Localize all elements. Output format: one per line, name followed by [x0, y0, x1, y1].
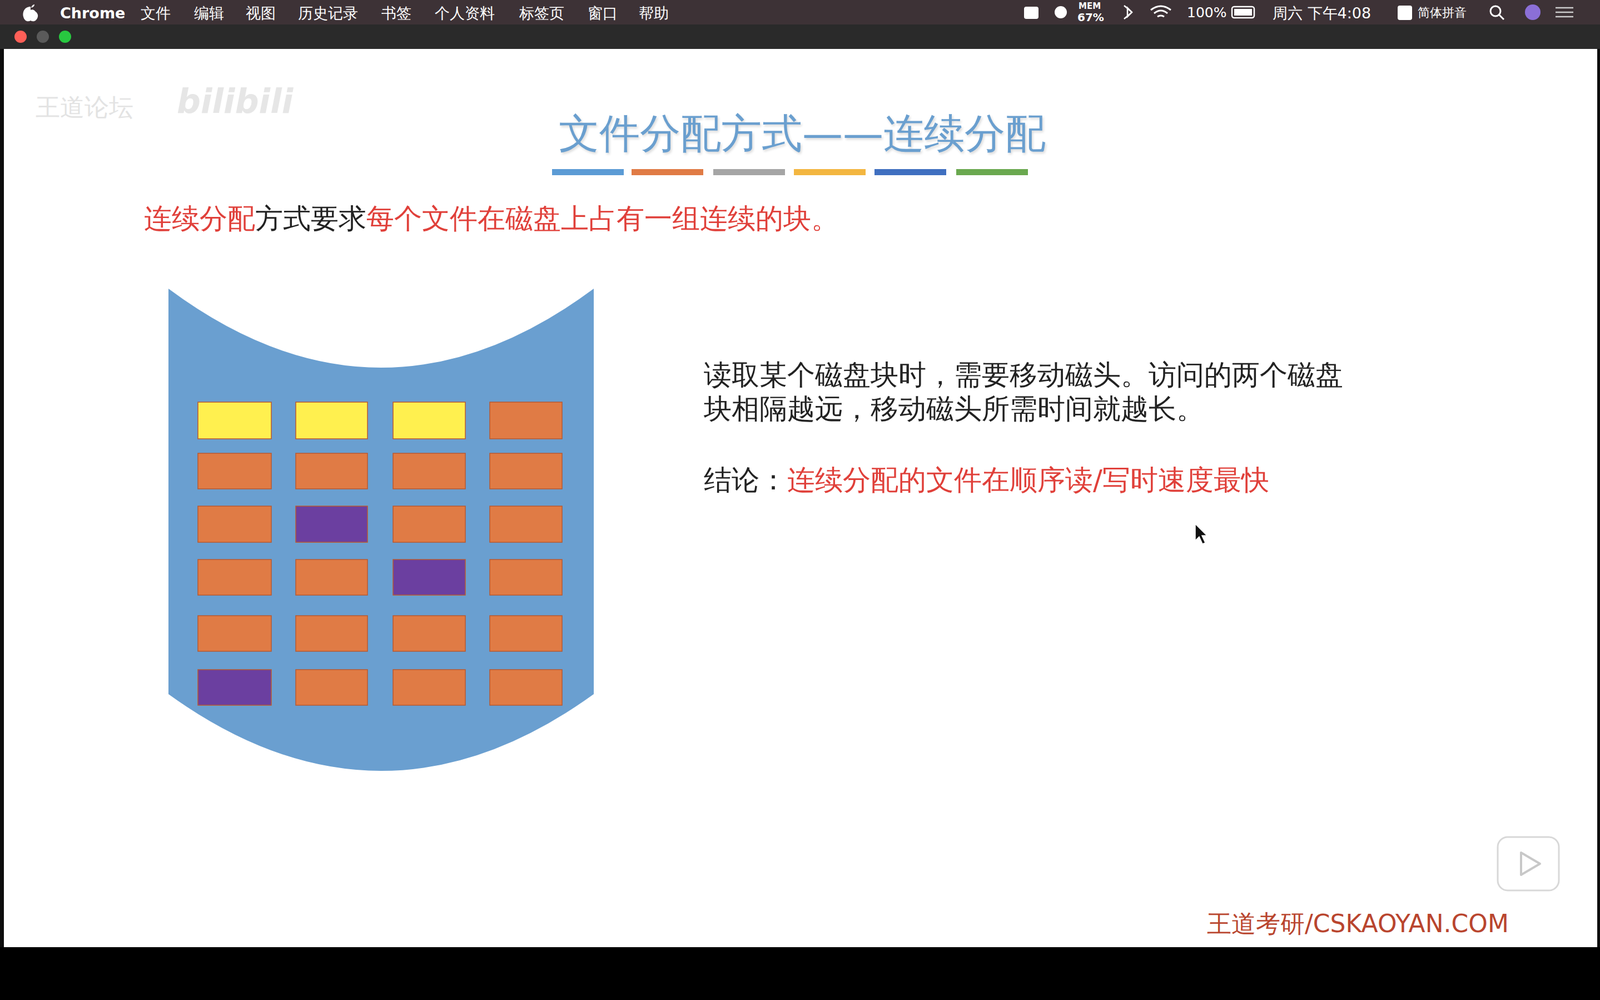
disk-block: [393, 453, 466, 489]
body-paragraph: 读取某个磁盘块时，需要移动磁头。访问的两个磁盘块相隔越远，移动磁头所需时间就越长…: [703, 358, 1360, 426]
highlight-text: 连续分配: [143, 202, 256, 235]
menu-bar: [0, 0, 1600, 25]
disk-block: [295, 505, 368, 543]
disk-block: [197, 669, 272, 705]
disk-block: [393, 559, 466, 595]
text-line: 连续分配方式要求每个文件在磁盘上占有一组连续的块。: [143, 201, 839, 236]
file-block: [197, 401, 272, 439]
title-bar-segment: [793, 169, 866, 176]
minimize-button: [36, 30, 49, 43]
highlight-text: 每个文件在磁盘上占有一组连续的块。: [366, 202, 839, 235]
footer-text: 王道考研/CSKAOYAN.COM: [1206, 908, 1509, 939]
menu-item: 个人资料: [434, 4, 495, 23]
wifi-icon: [1150, 6, 1171, 17]
file-block: [295, 401, 368, 439]
disk-block: [489, 401, 563, 439]
search-icon: [1490, 6, 1501, 17]
disk-block: [489, 453, 563, 489]
disk-block: [393, 505, 466, 543]
apple-logo: [23, 4, 39, 22]
battery-percent: 100%: [1186, 4, 1227, 22]
bluetooth-icon: [1124, 5, 1132, 19]
close-button: [14, 30, 27, 43]
menu-item: 历史记录: [297, 4, 359, 23]
siri-icon: [1524, 4, 1541, 21]
menu-item: 编辑: [194, 4, 225, 23]
menu-item: 书签: [381, 4, 412, 23]
disk-block: [197, 559, 272, 595]
zoom-button: [58, 30, 72, 43]
menu-item: 窗口: [587, 4, 618, 23]
text-line: 结论：连续分配的文件在顺序读/写时速度最快: [703, 463, 1270, 497]
menu-item: 标签页: [519, 4, 565, 23]
status-text: 67%: [1077, 10, 1105, 24]
battery-icon: [1231, 6, 1255, 18]
status-icon: [1054, 6, 1067, 19]
menu-item: 文件: [140, 4, 171, 23]
disk-block: [489, 559, 563, 595]
battery-level: [1234, 8, 1252, 16]
mouse-cursor: [1195, 523, 1207, 544]
highlight-text: 连续分配的文件在顺序读/写时速度最快: [787, 463, 1270, 496]
disk-block: [295, 453, 368, 489]
menu-item: 视图: [245, 4, 276, 23]
title-bar-segment: [631, 169, 704, 176]
disk-block: [197, 505, 272, 543]
title-bar-segment: [552, 169, 624, 176]
disk-block: [489, 669, 563, 705]
status-text: MEM: [1078, 1, 1101, 12]
play-button: [1497, 836, 1559, 891]
file-block: [393, 401, 466, 439]
input-method-icon: [1397, 5, 1413, 21]
disk-block: [197, 615, 272, 652]
watermark: 王道论坛: [35, 92, 134, 123]
disk-block: [393, 615, 466, 652]
play-icon: [1521, 852, 1540, 875]
title-bar-segment: [713, 169, 785, 176]
disk-block: [489, 615, 563, 652]
disk-block: [295, 669, 368, 705]
disk-block: [489, 505, 563, 543]
body-text: 方式要求: [255, 202, 367, 235]
clock: 周六 下午4:08: [1272, 4, 1371, 23]
notification-icon: [1555, 7, 1574, 17]
disk-blocks: [197, 401, 563, 705]
window-title-bar: [0, 24, 1600, 49]
slide-background: [3, 48, 1598, 947]
search-icon: [1499, 15, 1504, 20]
disk-cylinder: [168, 288, 594, 771]
disk-block: [295, 559, 368, 595]
status-icon: [1024, 6, 1039, 19]
disk-block: [197, 453, 272, 489]
title-bar-segment: [956, 169, 1028, 176]
body-text: 结论：: [703, 463, 788, 496]
bottom-bar: [0, 946, 1600, 1000]
title-bar-segment: [874, 169, 947, 176]
disk-block: [393, 669, 466, 705]
watermark: bilibili: [176, 81, 293, 122]
disk-block: [295, 615, 368, 652]
menu-item: 帮助: [638, 4, 669, 23]
input-method: 简体拼音: [1417, 5, 1467, 21]
app-menu: Chrome: [60, 4, 126, 23]
